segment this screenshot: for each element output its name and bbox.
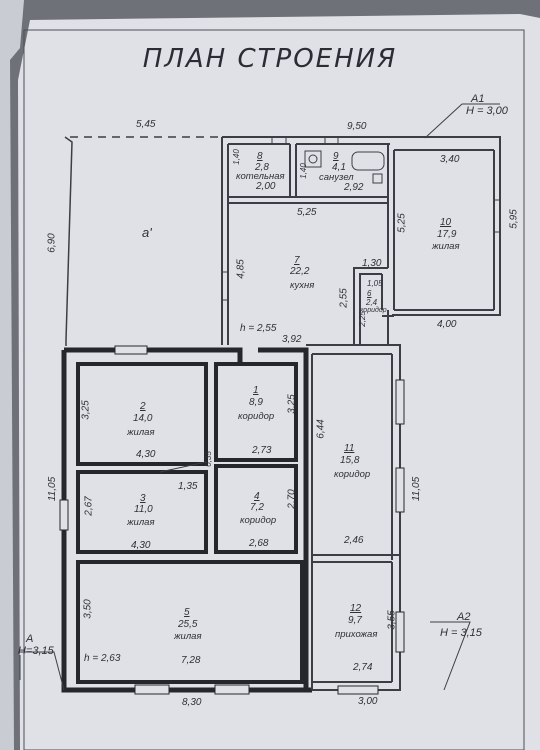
dim-4-30-b: 4,30: [131, 540, 151, 551]
dim-2-00: 2,00: [256, 181, 276, 192]
dim-1-05: 1,05: [367, 279, 383, 288]
room-8-area: 2,8: [255, 162, 269, 173]
frame-border: [23, 29, 525, 750]
dim-5-25-b: 5,25: [297, 207, 317, 218]
dim-5-25-a: 5,25: [396, 213, 408, 233]
section-callouts: [18, 103, 500, 691]
dim-2-68: 2,68: [249, 538, 269, 549]
section-a2-height: H = 3,15: [440, 627, 482, 639]
paper-edge-left: [0, 0, 24, 750]
dim-8-30: 8,30: [182, 697, 202, 708]
room-9-area: 4,1: [332, 162, 346, 173]
room-3-name: жилая: [127, 517, 155, 528]
room-4-name: коридор: [240, 515, 277, 526]
dim-3-50: 3,50: [82, 599, 94, 619]
room-6-name: коридор: [360, 307, 387, 314]
dim-11-05-a: 11,05: [47, 476, 59, 502]
room-8-name: котельная: [236, 171, 285, 182]
dim-2-25: 2,25: [357, 311, 367, 327]
dim-0-35: 0,35: [203, 451, 213, 467]
section-a1-height: H = 3,00: [466, 105, 508, 117]
dim-4-85: 4,85: [235, 259, 247, 279]
dim-1-30: 1,30: [362, 258, 382, 269]
room-11-number: 11: [344, 443, 355, 454]
dim-3-00: 3,00: [358, 696, 378, 707]
room-2-name: жилая: [127, 427, 155, 438]
dim-2-67: 2,67: [83, 496, 95, 516]
room-10-area: 17,9: [437, 229, 457, 240]
annex-label: а': [142, 225, 152, 240]
dim-6-90: 6,90: [46, 233, 58, 253]
stair-line: [159, 461, 207, 473]
room-2-area: 14,0: [133, 413, 153, 424]
room-7-number: 7: [294, 255, 300, 266]
room-6-number: 6: [367, 289, 372, 298]
room-7-area: 22,2: [290, 266, 310, 277]
dim-7-28: 7,28: [181, 655, 201, 666]
dim-2-92: 2,92: [344, 182, 364, 193]
room-3-number: 3: [140, 493, 146, 504]
dim-2-73: 2,73: [252, 445, 272, 456]
room-9-name: санузел: [319, 172, 354, 183]
dim-3-25-a: 3,25: [80, 400, 92, 420]
room-10-name: жилая: [432, 241, 460, 252]
room-12-area: 9,7: [348, 615, 362, 626]
dim-4-30-a: 4,30: [136, 449, 156, 460]
room-3-area: 11,0: [134, 504, 153, 515]
room-2-number: 2: [140, 401, 146, 412]
room-5-area: 25,5: [178, 619, 198, 630]
ceiling-height-1: h = 2,55: [240, 323, 277, 334]
room-12-number: 12: [350, 603, 362, 614]
room-12-name: прихожая: [335, 629, 378, 640]
dim-5-95: 5,95: [508, 209, 520, 229]
room-7-name: кухня: [290, 280, 315, 291]
room-5-name: жилая: [174, 631, 202, 642]
section-a2-name: А2: [457, 611, 471, 623]
dim-2-46: 2,46: [344, 535, 364, 546]
room-1-name: коридор: [238, 411, 275, 422]
page-title: ПЛАН СТРОЕНИЯ: [142, 44, 398, 74]
section-a1-name: А1: [471, 93, 485, 105]
room-5-number: 5: [184, 607, 190, 618]
dim-2-70: 2,70: [286, 489, 298, 509]
room-9-number: 9: [333, 151, 339, 162]
dim-1-40-a: 1,40: [231, 149, 241, 165]
dim-2-55: 2,55: [338, 288, 350, 308]
room-1-area: 8,9: [249, 397, 263, 408]
dim-4-00: 4,00: [437, 319, 457, 330]
dim-3-25-b: 3,25: [286, 394, 298, 414]
dim-3-40: 3,40: [440, 154, 460, 165]
right-rooms-walls: [306, 344, 401, 691]
paper-sheet: [18, 14, 540, 750]
dim-9-50: 9,50: [347, 121, 367, 132]
room-11-name: коридор: [334, 469, 371, 480]
section-a-height: H=3,15: [18, 645, 54, 657]
dim-2-74: 2,74: [353, 662, 373, 673]
room-11-area: 15,8: [340, 455, 360, 466]
ceiling-height-2: h = 2,63: [84, 653, 121, 664]
dim-1-40-b: 1,40: [298, 163, 308, 179]
dim-5-45: 5,45: [136, 119, 156, 130]
dim-6-44: 6,44: [315, 419, 327, 439]
room-6-area: 2,4: [366, 298, 378, 307]
section-a-name: А: [26, 633, 34, 645]
room-1-number: 1: [253, 385, 259, 396]
room-4-number: 4: [254, 491, 260, 502]
upper-windows: [222, 137, 500, 316]
dim-1-35: 1,35: [178, 481, 198, 492]
room-8-number: 8: [257, 151, 263, 162]
dim-11-05-b: 11,05: [411, 476, 423, 502]
dim-3-55: 3,55: [386, 610, 398, 630]
main-windows: [59, 345, 405, 695]
sanuzel-fixtures: [304, 150, 385, 184]
dim-3-92: 3,92: [282, 334, 302, 345]
room-10-number: 10: [440, 217, 452, 228]
room-4-area: 7,2: [250, 502, 264, 513]
